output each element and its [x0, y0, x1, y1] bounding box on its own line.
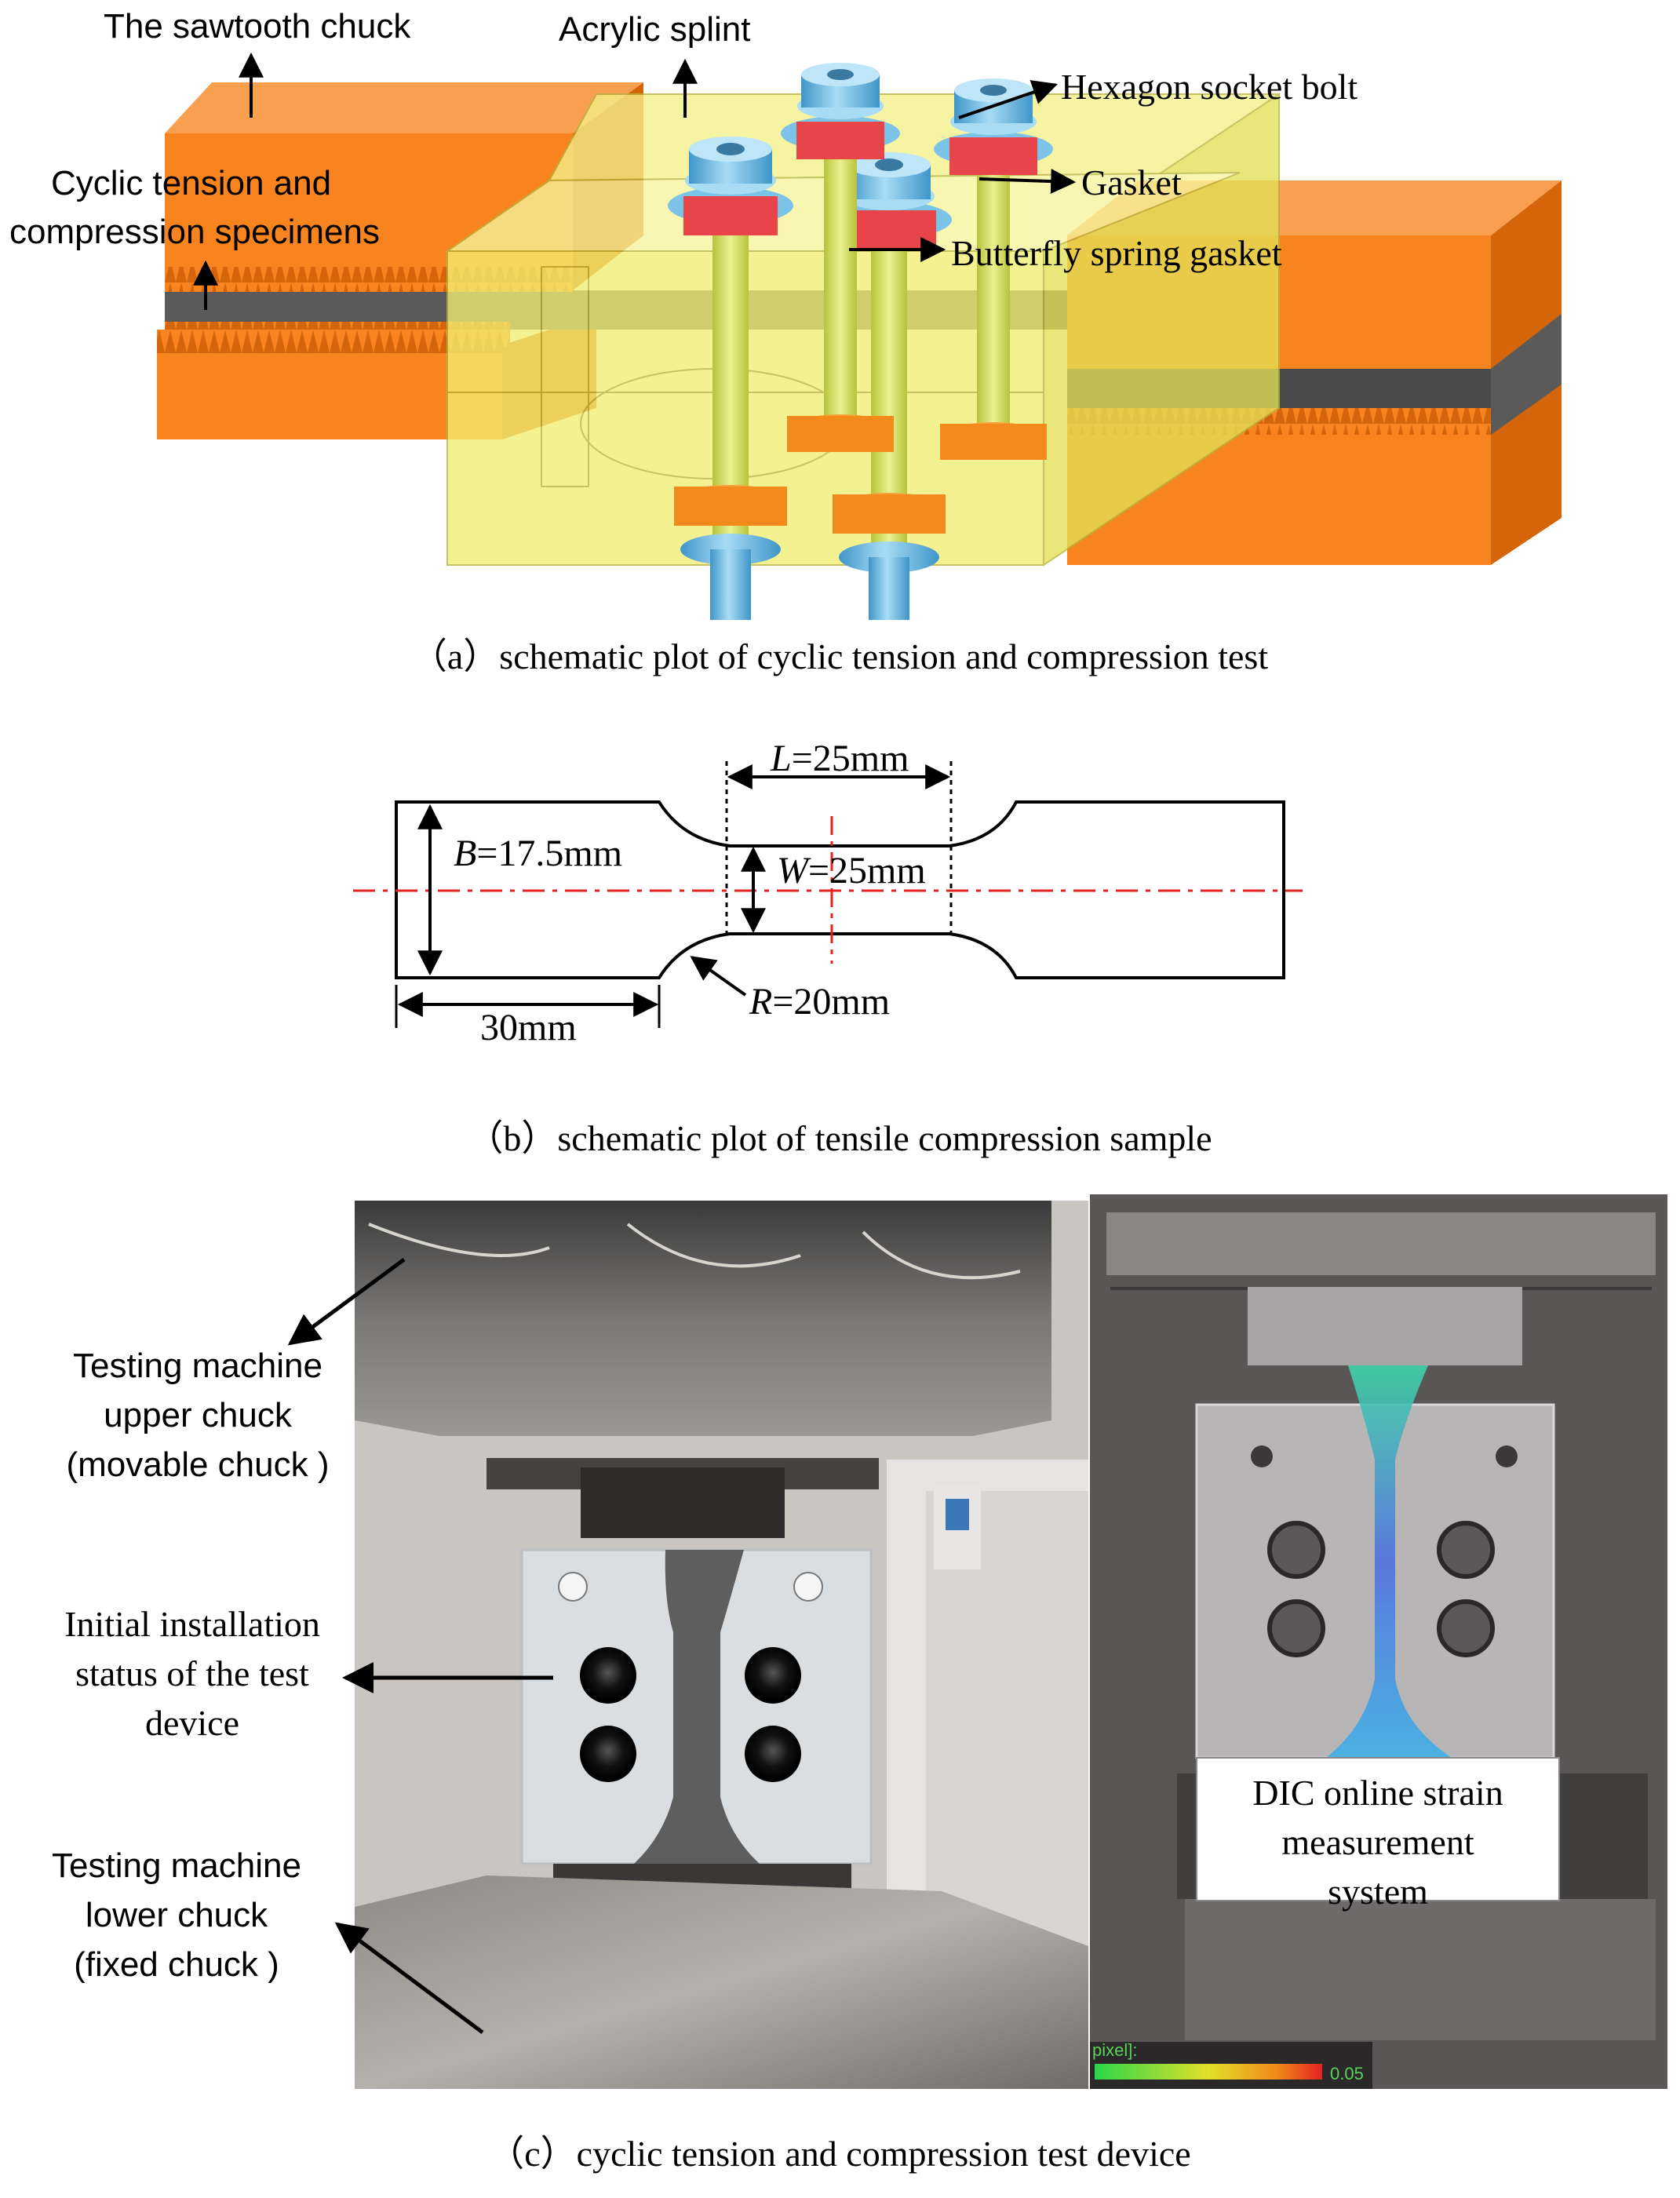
label-butterfly-spring: Butterfly spring gasket	[951, 233, 1282, 273]
caption-a: （a）schematic plot of cyclic tension and …	[411, 636, 1268, 676]
label-dic-1: DIC online strain	[1252, 1773, 1503, 1813]
label-gasket: Gasket	[1081, 162, 1182, 202]
dic-scale-value: 0.05	[1330, 2064, 1364, 2083]
dim-R: R=20mm	[749, 981, 890, 1022]
label-upper-chuck-2: upper chuck	[104, 1396, 293, 1434]
sample-outline	[395, 800, 1285, 979]
dic-scale-unit: pixel]:	[1092, 2040, 1137, 2060]
dim-W: W=25mm	[777, 850, 926, 891]
bolt-3	[781, 63, 900, 452]
label-specimens-1: Cyclic tension and	[51, 164, 331, 202]
bolt-2	[826, 152, 952, 620]
label-lower-chuck-1: Testing machine	[52, 1846, 301, 1885]
label-initial-3: device	[145, 1703, 239, 1743]
photo-right: pixel]: 0.05	[1090, 1194, 1667, 2089]
label-hex-bolt: Hexagon socket bolt	[1061, 67, 1357, 107]
label-dic-2: measurement	[1281, 1822, 1474, 1862]
bolt-1	[668, 137, 793, 620]
label-acrylic-splint: Acrylic splint	[559, 10, 751, 49]
panel-c-device: pixel]: 0.05 Testing machine upper chuck…	[52, 1194, 1667, 2174]
dic-color-scale	[1095, 2064, 1322, 2080]
label-specimens-2: compression specimens	[9, 213, 380, 251]
caption-c: （c）cyclic tension and compression test d…	[488, 2134, 1190, 2174]
dim-L: L=25mm	[770, 738, 909, 779]
dim-B: B=17.5mm	[454, 833, 622, 874]
panel-b-sample: L=25mm B=17.5mm W=25mm R=20mm 30mm （b）sc…	[353, 738, 1303, 1158]
caption-b: （b）schematic plot of tensile compression…	[467, 1118, 1212, 1158]
label-sawtooth-chuck: The sawtooth chuck	[104, 7, 411, 46]
photo-left	[355, 1201, 1088, 2089]
label-lower-chuck-2: lower chuck	[86, 1896, 268, 1934]
bolt-4	[934, 78, 1053, 460]
label-initial-2: status of the test	[75, 1653, 309, 1693]
panel-a-schematic: The sawtooth chuck Acrylic splint Hexago…	[9, 7, 1562, 676]
label-upper-chuck-1: Testing machine	[73, 1347, 323, 1385]
label-initial-1: Initial installation	[64, 1604, 320, 1644]
dic-label-box	[1196, 1757, 1560, 1901]
label-dic-3: system	[1328, 1872, 1428, 1912]
label-lower-chuck-3: (fixed chuck )	[74, 1945, 279, 1984]
dim-grip-length: 30mm	[480, 1007, 577, 1048]
label-upper-chuck-3: (movable chuck )	[66, 1445, 329, 1484]
